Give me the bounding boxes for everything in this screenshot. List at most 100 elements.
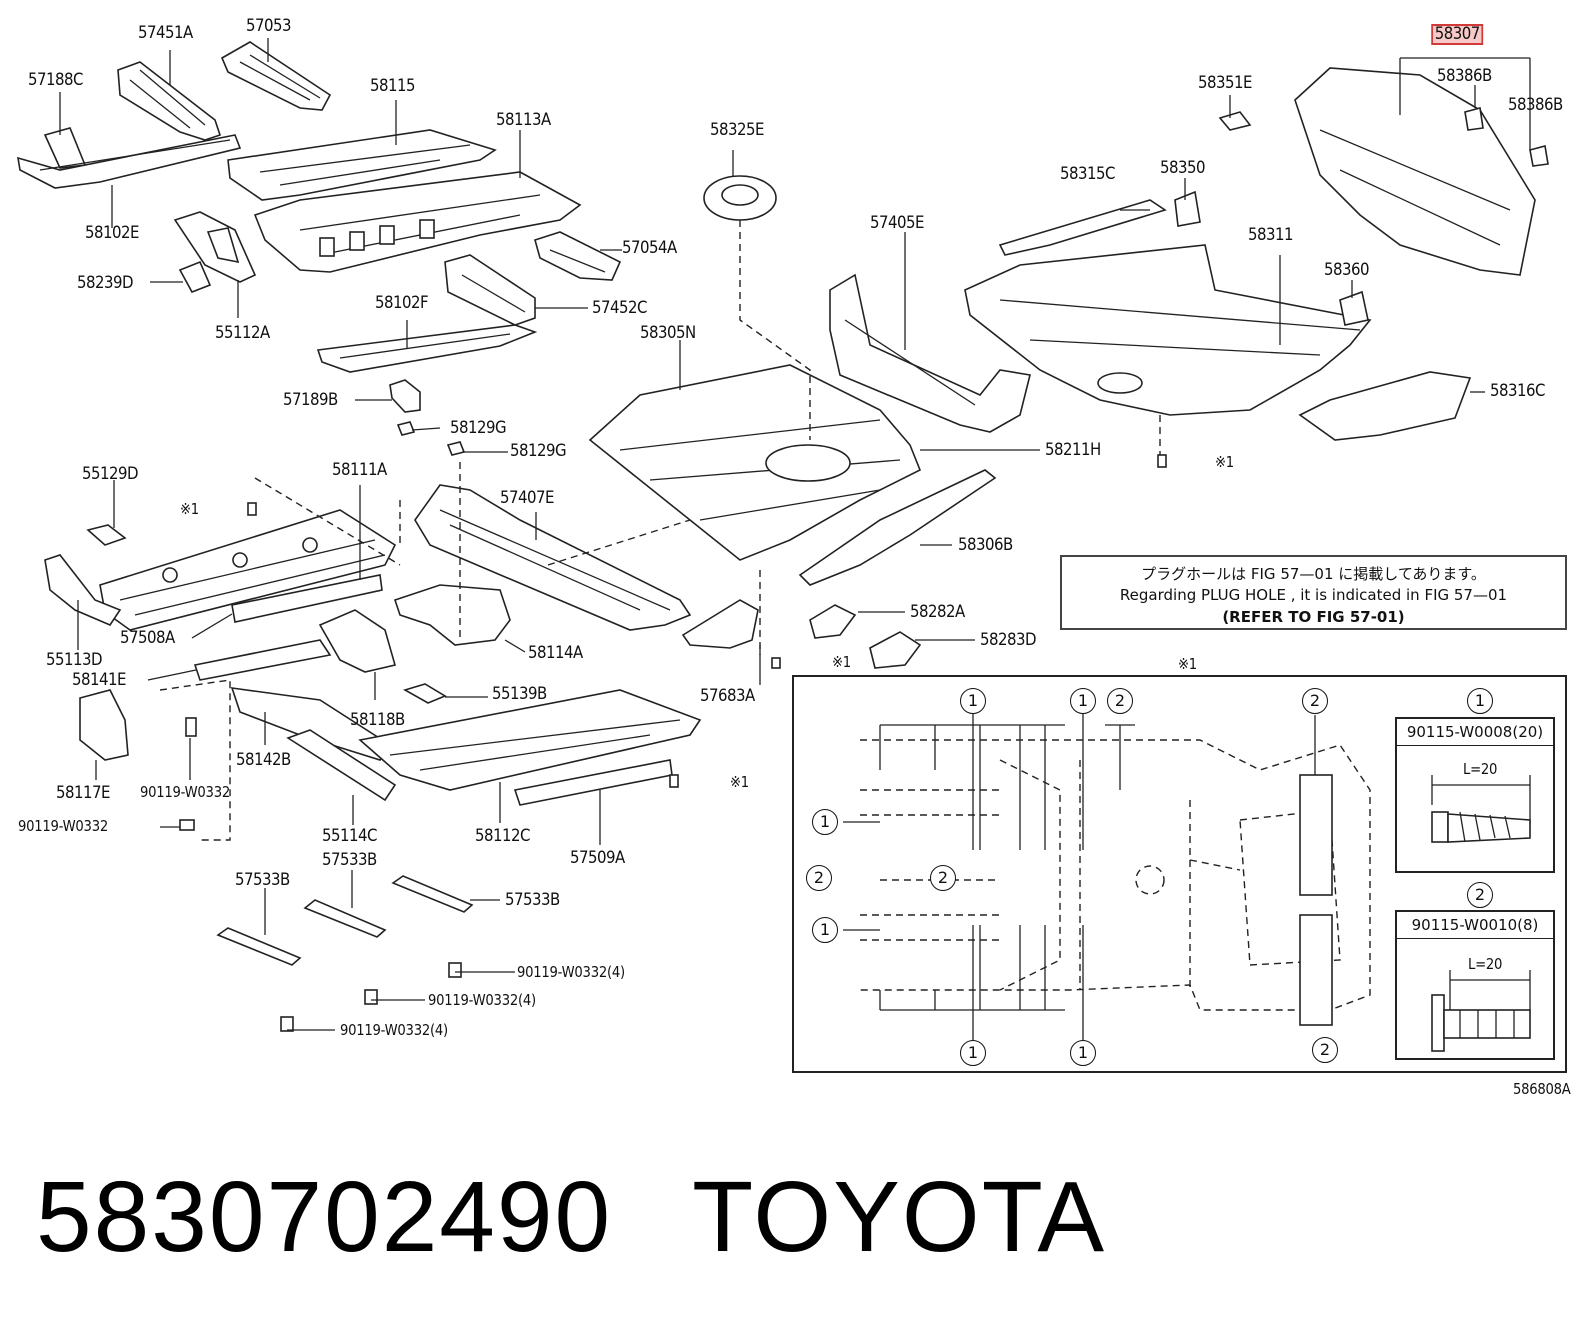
- part-58305N-shape: [588, 364, 922, 561]
- part-label-58316C[interactable]: 58316C: [1490, 381, 1545, 401]
- circled-number-1: 1: [1070, 1040, 1096, 1066]
- part-label-58360[interactable]: 58360: [1324, 260, 1369, 280]
- part-label-58142B[interactable]: 58142B: [236, 750, 291, 770]
- part-label-90119-W0332-b[interactable]: 90119-W0332: [18, 817, 108, 835]
- part-58315C-shape: [998, 199, 1167, 256]
- part-label-58118B[interactable]: 58118B: [350, 710, 405, 730]
- part-58113A-shape: [253, 171, 582, 273]
- part-label-58386B-b[interactable]: 58386B: [1508, 95, 1563, 115]
- bolt-1-length: L=20: [1463, 760, 1498, 778]
- part-58102E-shape: [17, 134, 242, 189]
- part-label-58102E[interactable]: 58102E: [85, 223, 139, 243]
- part-label-57452C[interactable]: 57452C: [592, 298, 647, 318]
- plug-hole-note: プラグホールは FIG 57—01 に掲載してあります。 Regarding P…: [1060, 555, 1567, 630]
- part-label-58113A[interactable]: 58113A: [496, 110, 551, 130]
- part-label-58307-highlighted[interactable]: 58307: [1431, 24, 1484, 45]
- part-label-57053[interactable]: 57053: [246, 16, 291, 36]
- part-label-58114A[interactable]: 58114A: [528, 643, 583, 663]
- circled-number-1: 1: [960, 1040, 986, 1066]
- part-label-58115[interactable]: 58115: [370, 76, 415, 96]
- part-57189B-shape: [389, 379, 421, 413]
- part-label-58117E[interactable]: 58117E: [56, 783, 110, 803]
- part-label-57189B[interactable]: 57189B: [283, 390, 338, 410]
- part-label-55112A[interactable]: 55112A: [215, 323, 270, 343]
- part-label-57683A[interactable]: 57683A: [700, 686, 755, 706]
- part-57188C-shape: [43, 127, 87, 169]
- part-label-58350[interactable]: 58350: [1160, 158, 1205, 178]
- part-label-55114C[interactable]: 55114C: [322, 826, 377, 846]
- part-label-55129D[interactable]: 55129D: [82, 464, 138, 484]
- part-label-58102F[interactable]: 58102F: [375, 293, 429, 313]
- part-label-58129G-a[interactable]: 58129G: [450, 418, 507, 438]
- part-57451A-shape: [117, 61, 222, 141]
- figure-id: 586808A: [1513, 1080, 1571, 1098]
- part-label-58283D[interactable]: 58283D: [980, 630, 1036, 650]
- dashed-leaders: [159, 220, 1161, 841]
- note-line-refer: (REFER TO FIG 57-01): [1222, 608, 1405, 626]
- part-label-90119-W0332-4b[interactable]: 90119-W0332(4): [428, 991, 536, 1009]
- part-label-58211H[interactable]: 58211H: [1045, 440, 1101, 460]
- bolt-2-length: L=20: [1468, 955, 1503, 973]
- reference-mark: ※1: [180, 500, 199, 518]
- part-label-58325E[interactable]: 58325E: [710, 120, 764, 140]
- part-label-58112C[interactable]: 58112C: [475, 826, 530, 846]
- part-label-58282A[interactable]: 58282A: [910, 602, 965, 622]
- part-label-55113D[interactable]: 55113D: [46, 650, 102, 670]
- part-label-90119-W0332-4c[interactable]: 90119-W0332(4): [340, 1021, 448, 1039]
- part-label-58311[interactable]: 58311: [1248, 225, 1293, 245]
- part-label-58129G-b[interactable]: 58129G: [510, 441, 567, 461]
- footer-brand: TOYOTA: [692, 1161, 1107, 1273]
- part-58102F-shape: [316, 324, 538, 373]
- part-label-57508A[interactable]: 57508A: [120, 628, 175, 648]
- part-58282A-shape: [809, 604, 857, 639]
- part-58117E-shape: [79, 689, 129, 761]
- part-label-58386B-a[interactable]: 58386B: [1437, 66, 1492, 86]
- part-label-57509A[interactable]: 57509A: [570, 848, 625, 868]
- part-label-58351E[interactable]: 58351E: [1198, 73, 1252, 93]
- part-label-58305N[interactable]: 58305N: [640, 323, 696, 343]
- part-label-57405E[interactable]: 57405E: [870, 213, 924, 233]
- part-label-58141E[interactable]: 58141E: [72, 670, 126, 690]
- part-57683A-shape: [681, 599, 759, 649]
- circled-number-1: 1: [1070, 688, 1096, 714]
- part-label-57533B-a[interactable]: 57533B: [235, 870, 290, 890]
- bolt-1-number: 1: [1467, 688, 1493, 714]
- part-label-58239D[interactable]: 58239D: [77, 273, 133, 293]
- part-57407E-shape: [414, 484, 692, 631]
- part-58283D-shape: [869, 631, 922, 669]
- part-58239D-shape: [178, 260, 212, 294]
- part-label-57533B-b[interactable]: 57533B: [322, 850, 377, 870]
- part-58118B-shape: [318, 609, 397, 673]
- part-label-57451A[interactable]: 57451A: [138, 23, 193, 43]
- fastener-location-inset: [792, 675, 1567, 1073]
- part-label-57533B-c[interactable]: 57533B: [505, 890, 560, 910]
- inset-reference-mark: ※1: [1178, 655, 1197, 673]
- part-label-55139B[interactable]: 55139B: [492, 684, 547, 704]
- circled-number-2: 2: [930, 865, 956, 891]
- part-label-58306B[interactable]: 58306B: [958, 535, 1013, 555]
- part-58316C-shape: [1298, 371, 1472, 441]
- part-label-57407E[interactable]: 57407E: [500, 488, 554, 508]
- bolt-2-number: 2: [1467, 882, 1493, 908]
- part-label-57188C[interactable]: 57188C: [28, 70, 83, 90]
- bolt-illustrations: [1431, 775, 1531, 1052]
- part-58141E-shape: [193, 639, 332, 681]
- leader-lines: [59, 38, 1531, 1031]
- part-57054A-shape: [534, 231, 622, 281]
- part-label-58315C[interactable]: 58315C: [1060, 164, 1115, 184]
- part-58386B-shapes: [1464, 106, 1549, 167]
- part-57508A-shape: [231, 574, 383, 623]
- circled-number-2: 2: [1312, 1037, 1338, 1063]
- circled-number-1: 1: [812, 917, 838, 943]
- part-label-57054A[interactable]: 57054A: [622, 238, 677, 258]
- bolt-2-part-number[interactable]: 90115-W0010(8): [1397, 912, 1553, 939]
- part-label-58111A[interactable]: 58111A: [332, 460, 387, 480]
- bolt-1-part-number[interactable]: 90115-W0008(20): [1397, 719, 1553, 746]
- footer-part-number: 5830702490: [36, 1161, 613, 1273]
- note-line-en: Regarding PLUG HOLE , it is indicated in…: [1119, 586, 1508, 604]
- part-label-90119-W0332-4a[interactable]: 90119-W0332(4): [517, 963, 625, 981]
- part-label-90119-W0332-a[interactable]: 90119-W0332: [140, 783, 230, 801]
- part-55129D-shape: [86, 524, 127, 546]
- circled-number-2: 2: [1302, 688, 1328, 714]
